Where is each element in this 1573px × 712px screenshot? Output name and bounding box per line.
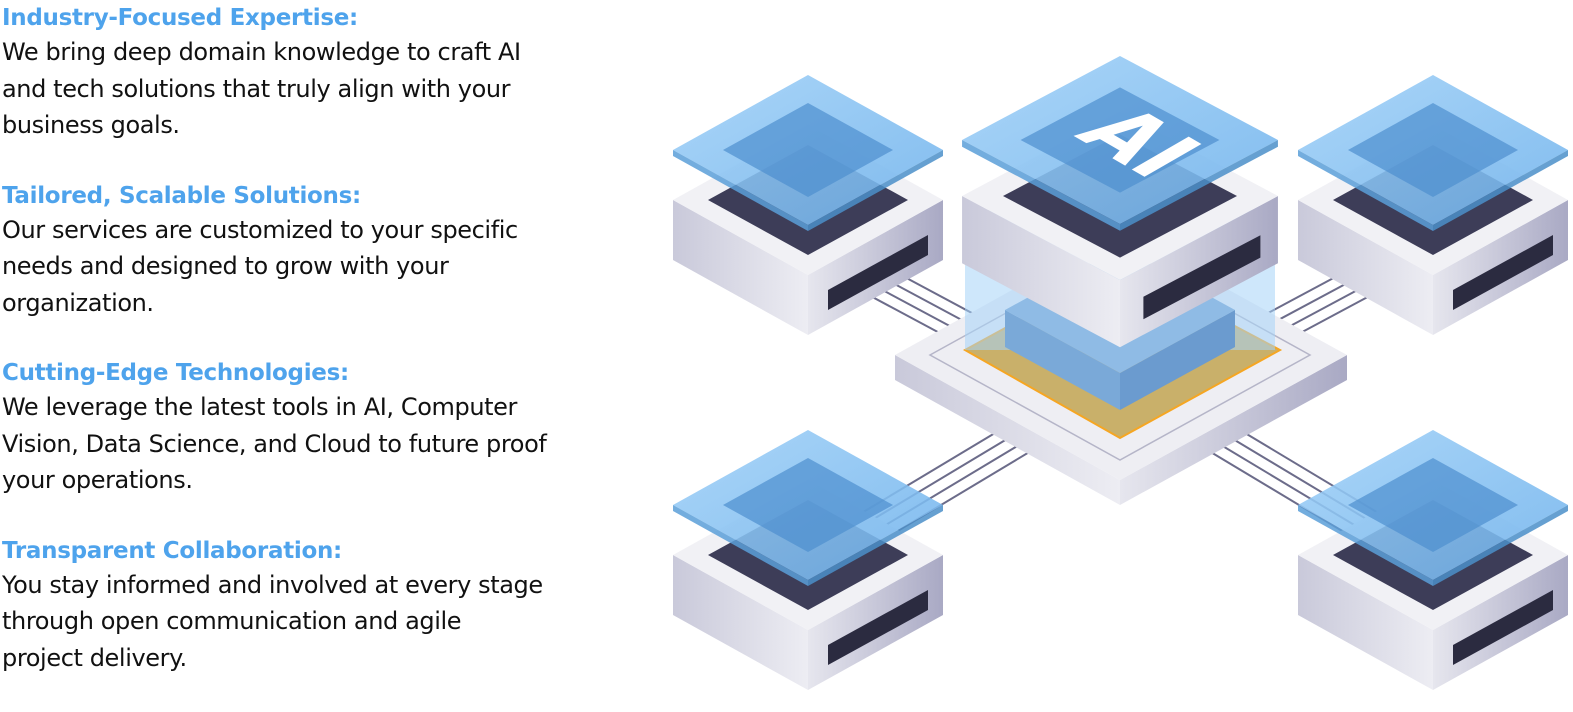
server-top-left [673, 75, 943, 335]
feature-industry-expertise: Industry-Focused Expertise: We bring dee… [2, 2, 642, 144]
feature-line: project delivery. [2, 643, 187, 672]
feature-line: organization. [2, 288, 154, 317]
feature-line: You stay informed and involved at every … [2, 570, 543, 599]
feature-title: Industry-Focused Expertise: [2, 5, 358, 31]
feature-line: We leverage the latest tools in AI, Comp… [2, 393, 517, 421]
ai-server: AI [962, 56, 1278, 410]
feature-cutting-edge: Cutting-Edge Technologies: We leverage t… [2, 357, 642, 499]
feature-line: We bring deep domain knowledge to craft … [2, 38, 521, 66]
feature-line: your operations. [2, 466, 193, 494]
feature-title: Cutting-Edge Technologies: [2, 360, 349, 386]
feature-tailored-solutions: Tailored, Scalable Solutions: Our servic… [2, 180, 642, 322]
feature-line: and tech solutions that truly align with… [2, 74, 511, 103]
feature-line: business goals. [2, 111, 180, 139]
server-bottom-right [1298, 430, 1568, 690]
server-top-right [1298, 75, 1568, 335]
feature-line: Vision, Data Science, and Cloud to futur… [2, 429, 547, 458]
feature-transparent-collaboration: Transparent Collaboration: You stay info… [2, 535, 642, 677]
feature-line: needs and designed to grow with your [2, 252, 449, 280]
server-bottom-left [673, 430, 943, 690]
feature-line: Our services are customized to your spec… [2, 215, 518, 244]
feature-title: Tailored, Scalable Solutions: [2, 182, 361, 209]
feature-title: Transparent Collaboration: [2, 537, 342, 564]
features-list: Industry-Focused Expertise: We bring dee… [2, 2, 642, 712]
feature-line: through open communication and agile [2, 607, 462, 635]
